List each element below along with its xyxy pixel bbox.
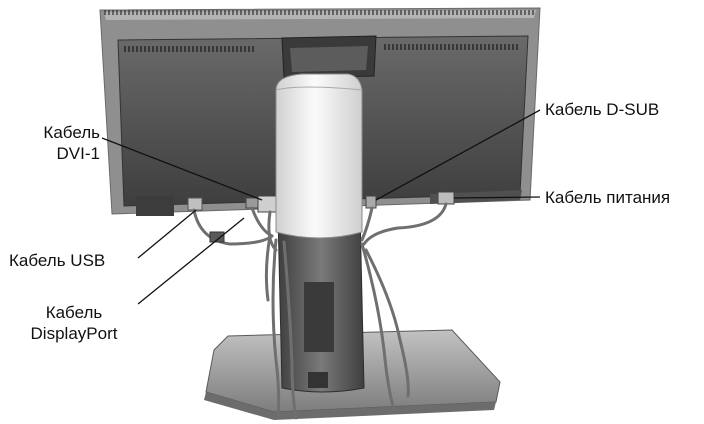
- label-power-cable: Кабель питания: [545, 188, 671, 207]
- leader-line-usb: [137, 209, 197, 259]
- cable-cover: [275, 73, 363, 239]
- cables: [192, 202, 448, 420]
- label-displayport-line2: DisplayPort: [30, 324, 118, 343]
- port-group: [187, 191, 455, 213]
- label-displayport-cable: Кабель DisplayPort: [14, 302, 134, 344]
- leader-line-displayport: [137, 217, 245, 305]
- leader-lines: [101, 109, 541, 305]
- label-dvi-line1: Кабель: [43, 123, 100, 142]
- stand-neck: [277, 211, 365, 393]
- label-displayport-line1: Кабель: [45, 303, 103, 322]
- label-dvi-cable: Кабель DVI-1: [4, 122, 100, 164]
- leader-line-dsub: [375, 109, 541, 201]
- label-dsub-cable: Кабель D-SUB: [545, 100, 660, 119]
- leader-line-dvi: [101, 137, 263, 201]
- label-usb-cable: Кабель USB: [9, 251, 106, 270]
- leader-line-power: [453, 196, 541, 199]
- label-dvi-line2: DVI-1: [56, 144, 100, 163]
